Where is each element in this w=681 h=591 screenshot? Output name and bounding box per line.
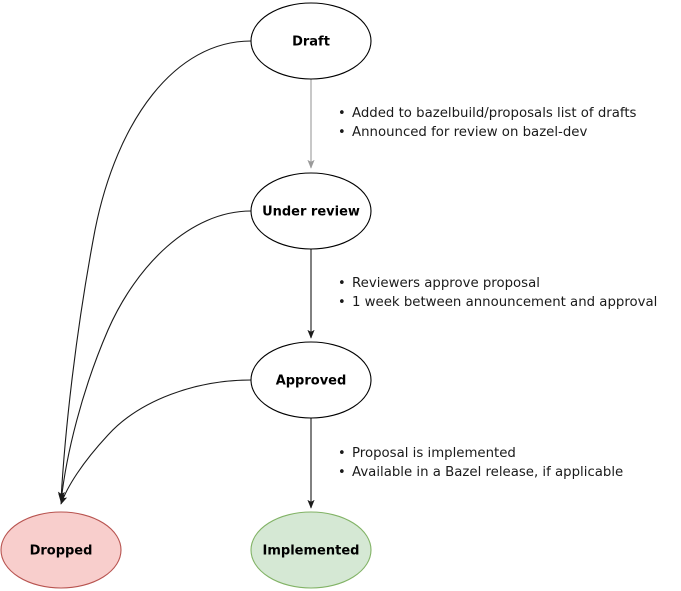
node-under-review[interactable]: Under review xyxy=(250,172,372,250)
node-draft-shape xyxy=(250,2,372,80)
node-dropped-label: Dropped xyxy=(30,544,93,559)
bullet-icon: • xyxy=(338,276,346,291)
annotation-draft-to-under-review: • Added to bazelbuild/proposals list of … xyxy=(338,104,636,142)
bullet-icon: • xyxy=(338,295,346,310)
edge-under-review-to-dropped xyxy=(58,210,252,503)
annotation-text: Proposal is implemented xyxy=(352,446,516,461)
annotation-bullet: • Available in a Bazel release, if appli… xyxy=(338,463,623,482)
node-draft-label: Draft xyxy=(292,35,330,50)
bullet-icon: • xyxy=(338,125,346,140)
edge-approved-to-dropped xyxy=(60,379,252,505)
annotation-bullet: • 1 week between announcement and approv… xyxy=(338,293,657,312)
annotation-bullet: • Added to bazelbuild/proposals list of … xyxy=(338,104,636,123)
annotation-bullet: • Announced for review on bazel-dev xyxy=(338,123,636,142)
annotation-text: Added to bazelbuild/proposals list of dr… xyxy=(352,106,637,121)
annotation-text: Reviewers approve proposal xyxy=(352,276,540,291)
node-under-review-label: Under review xyxy=(262,205,360,220)
bullet-icon: • xyxy=(338,106,346,121)
node-under-review-shape xyxy=(250,172,372,250)
annotation-under-review-to-approved: • Reviewers approve proposal • 1 week be… xyxy=(338,274,657,312)
annotation-text: Available in a Bazel release, if applica… xyxy=(352,465,624,480)
annotation-bullet: • Reviewers approve proposal xyxy=(338,274,657,293)
node-approved[interactable]: Approved xyxy=(250,341,372,419)
node-dropped-shape xyxy=(0,511,122,589)
annotation-approved-to-implemented: • Proposal is implemented • Available in… xyxy=(338,444,623,482)
edge-draft-to-dropped xyxy=(57,40,252,501)
annotation-bullet: • Proposal is implemented xyxy=(338,444,623,463)
node-dropped[interactable]: Dropped xyxy=(0,511,122,589)
annotation-text: Announced for review on bazel-dev xyxy=(352,125,588,140)
node-implemented-shape xyxy=(250,511,372,589)
bullet-icon: • xyxy=(338,465,346,480)
annotation-text: 1 week between announcement and approval xyxy=(352,295,658,310)
node-implemented[interactable]: Implemented xyxy=(250,511,372,589)
node-approved-shape xyxy=(250,341,372,419)
node-implemented-label: Implemented xyxy=(263,544,360,559)
node-approved-label: Approved xyxy=(276,374,347,389)
node-draft[interactable]: Draft xyxy=(250,2,372,80)
bullet-icon: • xyxy=(338,446,346,461)
